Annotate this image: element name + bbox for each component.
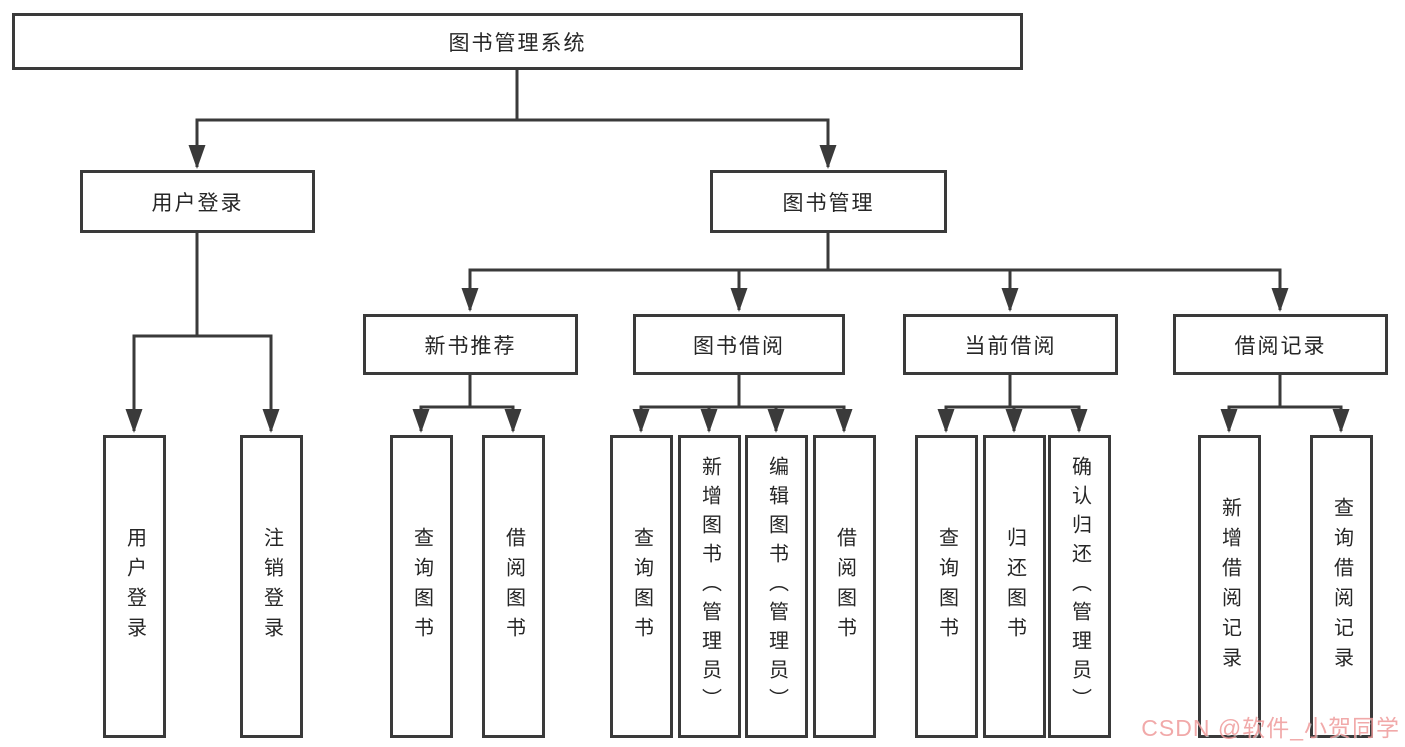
leaf-label: 编辑图书（管理员）	[765, 456, 788, 717]
leaf-borrow-books-borrow: 借阅图书	[813, 435, 876, 738]
leaf-label: 用户登录	[123, 526, 146, 647]
connectors-root	[188, 70, 837, 169]
node-label: 用户登录	[151, 191, 244, 215]
node-book-borrowing: 图书借阅	[633, 314, 845, 375]
leaf-label: 新增借阅记录	[1218, 496, 1241, 677]
node-new-book-recommend: 新书推荐	[363, 314, 578, 375]
leaf-return-books: 归还图书	[983, 435, 1046, 738]
leaf-label: 查询图书	[630, 526, 653, 647]
leaf-add-books-admin: 新增图书（管理员）	[678, 435, 741, 738]
connectors-user-login	[125, 233, 280, 433]
leaf-edit-books-admin: 编辑图书（管理员）	[745, 435, 808, 738]
connectors-book-management	[461, 233, 1289, 312]
leaf-label: 查询借阅记录	[1330, 496, 1353, 677]
node-current-borrowing: 当前借阅	[903, 314, 1118, 375]
csdn-watermark: CSDN @软件_小贺同学	[1141, 715, 1400, 741]
leaf-label: 查询图书	[410, 526, 433, 647]
connectors-new-book-recommend	[412, 375, 522, 433]
node-root-library-system: 图书管理系统	[12, 13, 1023, 70]
connectors-book-borrowing	[632, 375, 853, 433]
leaf-query-books-current: 查询图书	[915, 435, 978, 738]
leaf-logout: 注销登录	[240, 435, 303, 738]
leaf-label: 注销登录	[260, 526, 283, 647]
node-label: 当前借阅	[964, 334, 1057, 358]
leaf-confirm-return-admin: 确认归还（管理员）	[1048, 435, 1111, 738]
leaf-label: 归还图书	[1003, 526, 1026, 647]
leaf-query-books-recommend: 查询图书	[390, 435, 453, 738]
node-label: 新书推荐	[424, 334, 517, 358]
connectors-borrowing-records	[1220, 375, 1350, 433]
leaf-user-login: 用户登录	[103, 435, 166, 738]
node-label: 图书借阅	[693, 334, 785, 358]
leaf-query-borrow-record: 查询借阅记录	[1310, 435, 1373, 738]
leaf-borrow-books-recommend: 借阅图书	[482, 435, 545, 738]
leaf-label: 借阅图书	[502, 526, 525, 647]
node-label: 图书管理	[782, 191, 875, 215]
leaf-label: 查询图书	[935, 526, 958, 647]
node-label: 图书管理系统	[448, 31, 587, 55]
node-borrowing-records: 借阅记录	[1173, 314, 1388, 375]
leaf-label: 确认归还（管理员）	[1068, 456, 1091, 717]
node-book-management: 图书管理	[710, 170, 947, 233]
leaf-label: 新增图书（管理员）	[698, 456, 721, 717]
node-label: 借阅记录	[1234, 334, 1327, 358]
leaf-add-borrow-record: 新增借阅记录	[1198, 435, 1261, 738]
leaf-query-books-borrow: 查询图书	[610, 435, 673, 738]
connectors-current-borrowing	[937, 375, 1088, 433]
node-user-login: 用户登录	[80, 170, 315, 233]
leaf-label: 借阅图书	[833, 526, 856, 647]
